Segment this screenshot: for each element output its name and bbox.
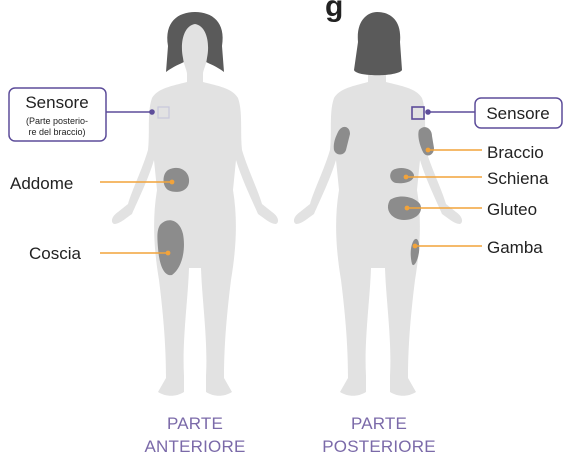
label-schiena: Schiena (487, 169, 549, 188)
back-hair (354, 12, 402, 75)
braccio-leader-dot (426, 148, 431, 153)
front-abdomen-patch (164, 168, 190, 192)
title-fragment: g (325, 0, 343, 23)
back-caption-line1: PARTE (351, 414, 407, 433)
gluteo-leader-dot (405, 206, 410, 211)
back-body (294, 24, 462, 396)
front-sensor-label: Sensore (25, 93, 88, 112)
label-addome: Addome (10, 174, 73, 193)
back-sensor-label: Sensore (486, 104, 549, 123)
label-gamba: Gamba (487, 238, 543, 257)
coscia-leader-dot (166, 251, 171, 256)
front-caption-line2: ANTERIORE (145, 437, 246, 456)
front-caption-line1: PARTE (167, 414, 223, 433)
front-sensor-note-line1: (Parte posterio- (26, 116, 88, 126)
gamba-leader-dot (413, 244, 418, 249)
back-figure (294, 12, 462, 396)
front-sensor-leader-dot (149, 109, 155, 115)
front-body (112, 24, 278, 396)
addome-leader-dot (170, 180, 175, 185)
front-sensor-note-line2: re del braccio) (28, 127, 85, 137)
front-figure (112, 12, 278, 396)
label-coscia: Coscia (29, 244, 82, 263)
label-gluteo: Gluteo (487, 200, 537, 219)
label-braccio: Braccio (487, 143, 544, 162)
back-caption-line2: POSTERIORE (322, 437, 435, 456)
back-sensor-leader-dot (425, 109, 431, 115)
schiena-leader-dot (404, 175, 409, 180)
